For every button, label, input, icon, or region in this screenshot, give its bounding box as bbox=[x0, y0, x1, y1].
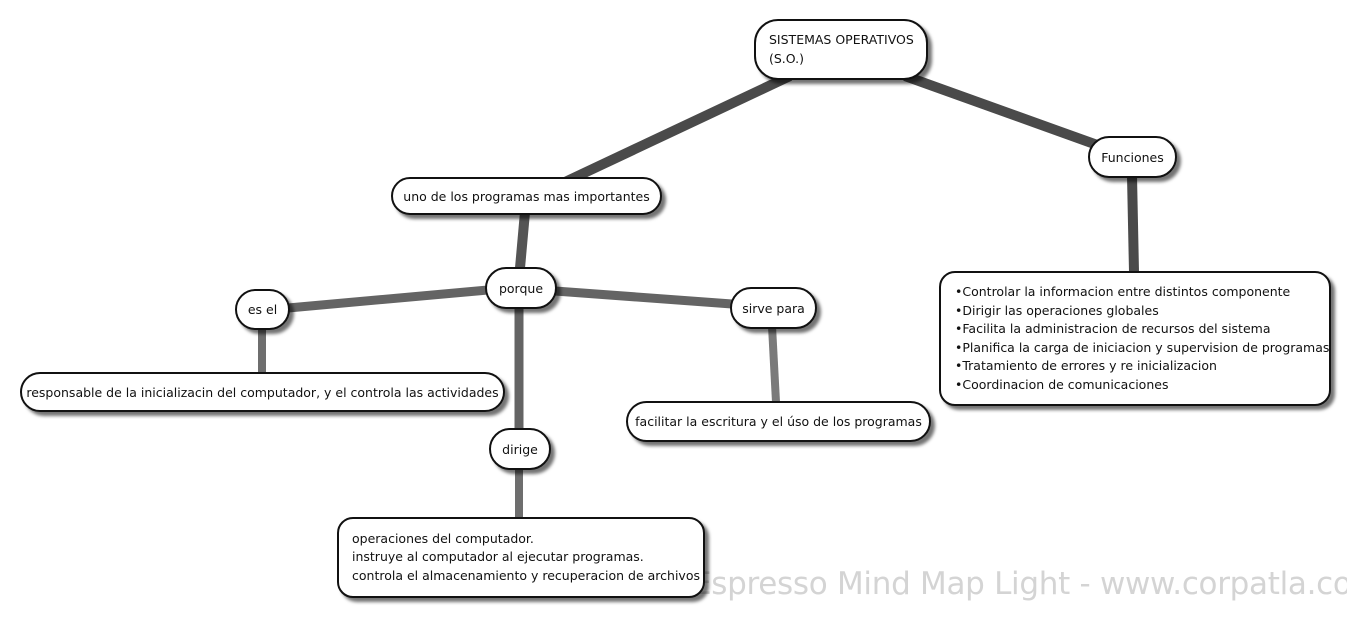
funciones-item: •Dirigir las operaciones globales bbox=[955, 302, 1159, 318]
node-responsable-label: responsable de la inicializacin del comp… bbox=[26, 384, 499, 400]
operaciones-line: controla el almacenamiento y recuperacio… bbox=[352, 567, 700, 583]
operaciones-line: operaciones del computador. bbox=[352, 530, 534, 546]
node-programas-label: uno de los programas mas importantes bbox=[403, 188, 650, 204]
node-root-line: (S.O.) bbox=[769, 50, 804, 66]
connector-porque-esel bbox=[287, 285, 489, 313]
node-funciones-list[interactable]: •Controlar la informacion entre distinto… bbox=[939, 271, 1331, 406]
node-root-line: SISTEMAS OPERATIVOS bbox=[769, 32, 914, 47]
connector-root-funciones bbox=[903, 71, 1102, 151]
node-root[interactable]: SISTEMAS OPERATIVOS (S.O.) bbox=[754, 19, 928, 80]
node-operaciones[interactable]: operaciones del computador. instruye al … bbox=[337, 517, 705, 598]
connector-porque-sirve bbox=[554, 286, 733, 309]
connector-programas-porque bbox=[515, 211, 530, 269]
node-dirige[interactable]: dirige bbox=[489, 428, 551, 470]
node-responsable[interactable]: responsable de la inicializacin del comp… bbox=[20, 372, 505, 412]
funciones-item: •Coordinacion de comunicaciones bbox=[955, 376, 1169, 392]
node-dirige-label: dirige bbox=[502, 441, 538, 457]
connector-root-programas bbox=[562, 71, 793, 187]
node-funciones[interactable]: Funciones bbox=[1088, 136, 1177, 178]
funciones-item: •Facilita la administracion de recursos … bbox=[955, 321, 1271, 336]
funciones-item: •Tratamiento de errores y re inicializac… bbox=[955, 358, 1217, 373]
node-programas[interactable]: uno de los programas mas importantes bbox=[391, 177, 662, 215]
node-funciones-label: Funciones bbox=[1101, 149, 1164, 165]
node-porque[interactable]: porque bbox=[485, 267, 557, 309]
funciones-item: •Controlar la informacion entre distinto… bbox=[955, 284, 1291, 299]
node-porque-label: porque bbox=[498, 280, 544, 296]
node-sirve-para-label: sirve para bbox=[742, 300, 805, 316]
node-es-el[interactable]: es el bbox=[235, 289, 290, 330]
node-facilitar[interactable]: facilitar la escritura y el úso de los p… bbox=[626, 401, 931, 442]
connector-sirve-facilitar bbox=[768, 325, 780, 403]
watermark: Espresso Mind Map Light - www.corpatla.c… bbox=[692, 566, 1347, 602]
funciones-item: •Planifica la carga de iniciacion y supe… bbox=[955, 339, 1330, 355]
node-facilitar-label: facilitar la escritura y el úso de los p… bbox=[635, 414, 922, 429]
node-es-el-label: es el bbox=[247, 302, 278, 317]
operaciones-line: instruye al computador al ejecutar progr… bbox=[352, 549, 644, 565]
node-sirve-para[interactable]: sirve para bbox=[730, 287, 817, 329]
connector-funciones-list bbox=[1127, 175, 1139, 273]
